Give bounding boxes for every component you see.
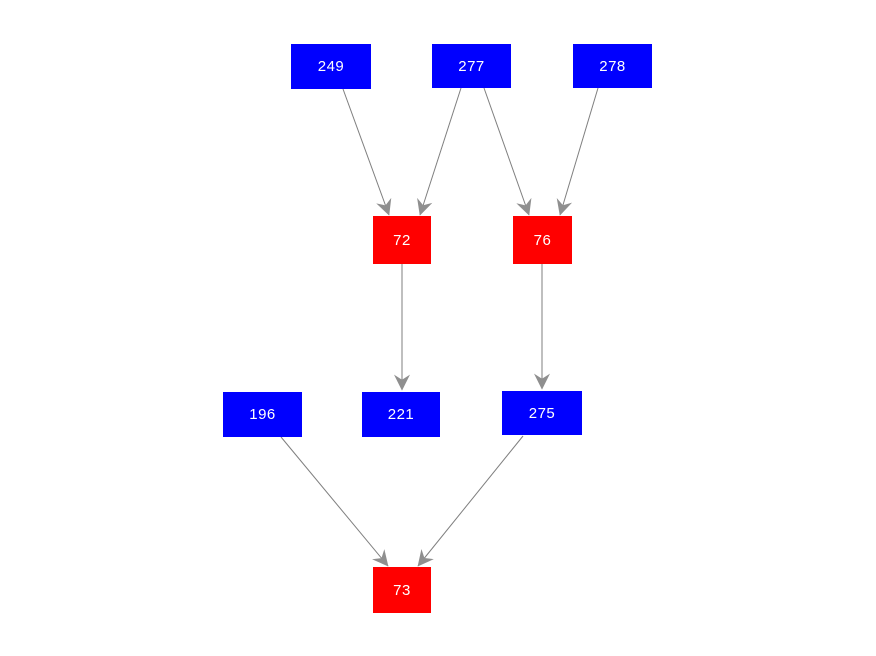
node-275: 275 <box>502 391 582 435</box>
node-label-221: 221 <box>387 406 415 423</box>
node-label-196: 196 <box>249 406 276 423</box>
node-76: 76 <box>513 216 572 264</box>
node-label-73: 73 <box>393 581 411 599</box>
node-196: 196 <box>223 392 302 437</box>
node-label-277: 277 <box>458 57 485 75</box>
node-277: 277 <box>432 44 511 88</box>
node-label-275: 275 <box>528 404 556 422</box>
node-249: 249 <box>291 44 371 89</box>
node-278: 278 <box>573 44 652 88</box>
node-72: 72 <box>373 216 431 264</box>
node-221: 221 <box>362 392 440 437</box>
node-label-278: 278 <box>599 57 626 75</box>
node-label-249: 249 <box>317 58 345 75</box>
node-73: 73 <box>373 567 431 613</box>
node-label-72: 72 <box>393 231 411 249</box>
node-label-76: 76 <box>533 231 552 249</box>
